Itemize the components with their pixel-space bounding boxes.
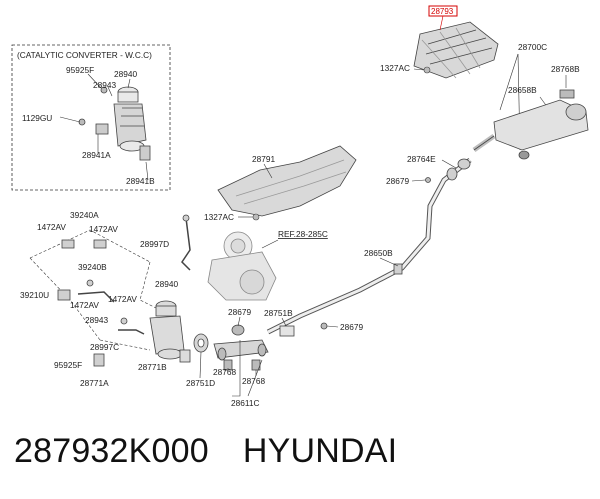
exhaust-parts-diagram: (CATALYTIC CONVERTER - W.C.C) 95925F 289… xyxy=(11,5,589,408)
label-28997C: 28997C xyxy=(90,342,119,352)
muffler-heat-shield xyxy=(413,21,499,79)
label-28764E: 28764E xyxy=(407,154,436,164)
label-1472AV-b: 1472AV xyxy=(89,224,118,234)
leader-lines-front xyxy=(199,340,263,397)
catalytic-converter-lower xyxy=(149,300,191,363)
label-1472AV-a: 1472AV xyxy=(37,222,66,232)
catalytic-converter-inset xyxy=(78,86,151,161)
label-28650B: 28650B xyxy=(364,248,393,258)
rear-muffler xyxy=(472,89,589,160)
label-1472AV-c: 1472AV xyxy=(108,294,137,304)
label-28768-a: 28768 xyxy=(213,367,236,377)
pipe-flanges xyxy=(320,158,471,330)
label-1327AC-top: 1327AC xyxy=(380,63,410,73)
label-28700C: 28700C xyxy=(518,42,547,52)
label-1129GU: 1129GU xyxy=(22,113,52,123)
part-number: 287932K000 xyxy=(14,432,209,470)
turbocharger-reference xyxy=(207,231,277,301)
o2-sensor-parts xyxy=(57,214,191,367)
label-28791: 28791 xyxy=(252,154,275,164)
brand-name: HYUNDAI xyxy=(242,432,398,470)
center-heat-shield xyxy=(217,145,357,217)
label-1327AC-mid: 1327AC xyxy=(204,212,234,222)
catalytic-converter-box xyxy=(11,44,171,191)
label-28941B: 28941B xyxy=(126,176,155,186)
label-28940-bot: 28940 xyxy=(155,279,178,289)
label-28771B: 28771B xyxy=(138,362,167,372)
label-39210U: 39210U xyxy=(20,290,49,300)
leader-lines-inset xyxy=(59,73,149,181)
footer: 287932K000 HYUNDAI xyxy=(14,432,397,471)
label-39240A: 39240A xyxy=(70,210,99,220)
catalytic-box-title: (CATALYTIC CONVERTER - W.C.C) xyxy=(17,50,152,60)
label-28679-mid: 28679 xyxy=(228,307,251,317)
label-ref-28-285C: REF.28-285C xyxy=(278,229,328,239)
label-28997D: 28997D xyxy=(140,239,169,249)
label-28940-top: 28940 xyxy=(114,69,137,79)
front-pipe xyxy=(193,324,295,371)
label-28771A: 28771A xyxy=(80,378,109,388)
label-28611C: 28611C xyxy=(231,398,259,408)
label-28679-low: 28679 xyxy=(340,322,363,332)
label-1472AV-d: 1472AV xyxy=(70,300,99,310)
label-28658B: 28658B xyxy=(508,85,537,95)
label-95925F-bot: 95925F xyxy=(54,360,82,370)
label-28679-right: 28679 xyxy=(386,176,409,186)
exhaust-pipe xyxy=(266,158,472,335)
label-95925F-top: 95925F xyxy=(66,65,94,75)
label-28793: 28793 xyxy=(431,7,454,16)
label-28943-bot: 28943 xyxy=(85,315,108,325)
label-39240B: 39240B xyxy=(78,262,107,272)
label-28751B: 28751B xyxy=(264,308,293,318)
label-28751D: 28751D xyxy=(186,378,215,388)
label-28943-top: 28943 xyxy=(93,80,116,90)
label-28768B: 28768B xyxy=(551,64,580,74)
label-28941A: 28941A xyxy=(82,150,111,160)
